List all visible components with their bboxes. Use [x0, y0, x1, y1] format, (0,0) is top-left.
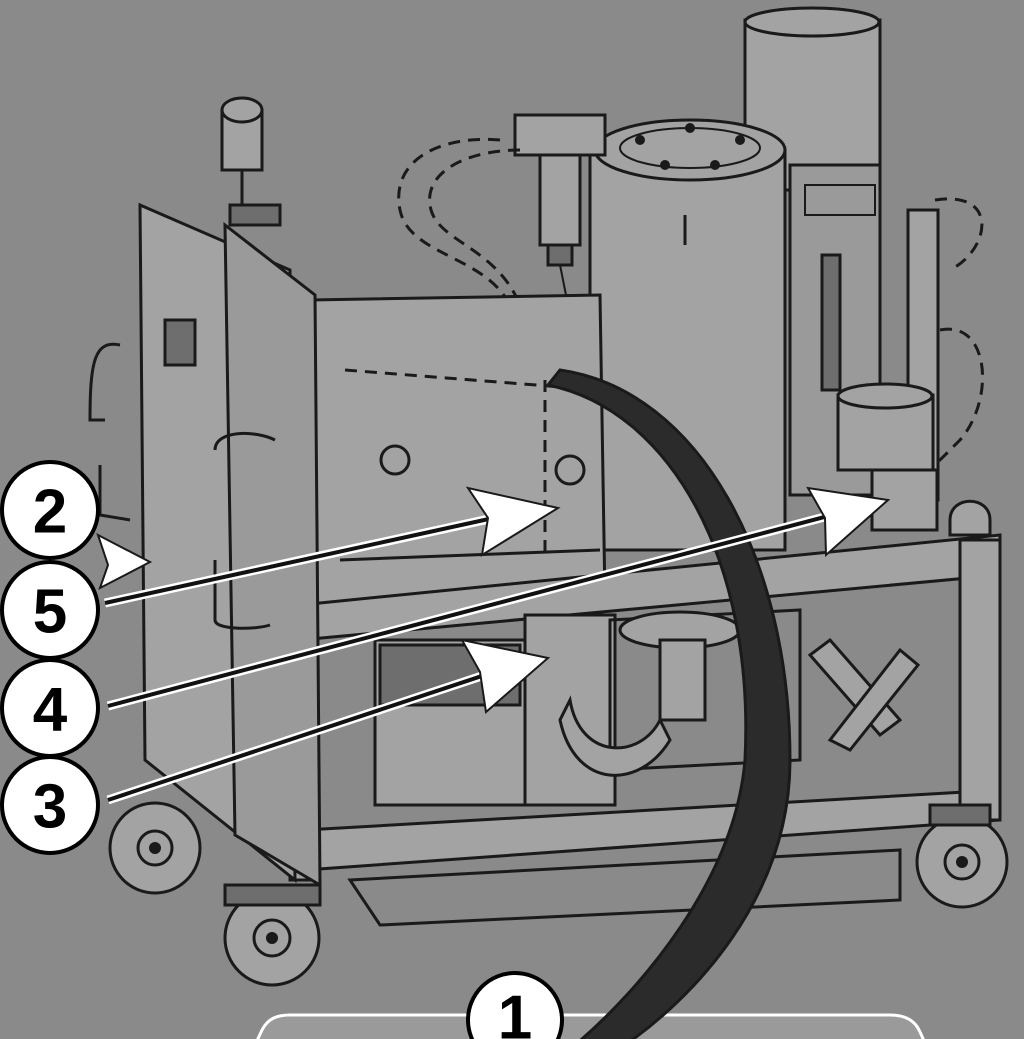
dashed-hose-left — [397, 137, 517, 321]
dashed-hose-right — [934, 197, 984, 272]
leader-lines — [104, 500, 872, 805]
callout-1-label: 1 — [498, 984, 532, 1039]
callout-3: 3 — [0, 755, 100, 855]
pressure-gauge — [220, 96, 282, 227]
callout-4-label: 4 — [33, 676, 68, 745]
callout-2: 2 — [0, 460, 100, 560]
arrowheads — [96, 486, 891, 714]
main-tank — [588, 118, 787, 552]
pump-housing — [308, 293, 607, 612]
callout-4: 4 — [0, 658, 100, 758]
arrowhead-3 — [460, 638, 551, 714]
callout-5-label: 5 — [33, 578, 67, 647]
callout-2-label: 2 — [33, 478, 67, 547]
lifting-eye — [948, 499, 992, 537]
arrowhead-4 — [806, 486, 891, 558]
arrowhead-2 — [96, 532, 153, 591]
filter-assembly — [513, 113, 607, 341]
callout-1-frame — [256, 1013, 925, 1039]
callout-1: 1 — [466, 971, 564, 1039]
wheel-front-left — [223, 883, 322, 987]
callout-3-label: 3 — [33, 773, 67, 842]
arrowhead-5 — [465, 486, 561, 558]
wheel-rear-left — [108, 801, 202, 895]
callout-5: 5 — [0, 560, 100, 660]
control-cabinet — [88, 202, 322, 888]
wheel-right — [915, 803, 1009, 909]
lower-motor — [373, 608, 921, 807]
compressor — [836, 382, 939, 532]
